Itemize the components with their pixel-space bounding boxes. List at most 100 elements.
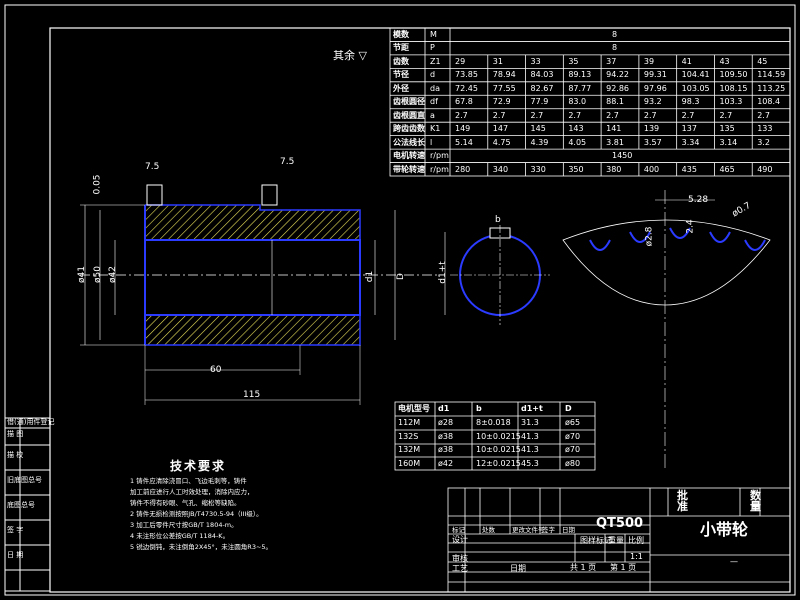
param-symbol: Z1 [430, 56, 441, 66]
side-panel-item: 借(通)用件登记 [7, 418, 55, 426]
param-value: 135 [719, 124, 735, 134]
motor-cell: 132M [398, 445, 421, 454]
params-table-grid [389, 27, 791, 177]
param-value: 29 [455, 56, 466, 66]
param-value: 8 [612, 30, 618, 39]
param-symbol: M [430, 30, 437, 39]
tb-sheet: 共 1 页 [570, 563, 597, 572]
param-value: 137 [681, 124, 697, 134]
tech-req-item: 2 铸件无损检测按照JB/T4730.5-94（III级）。 [130, 510, 263, 518]
param-value: 133 [757, 124, 773, 134]
param-value: 98.3 [681, 97, 700, 107]
param-value: 2.7 [757, 110, 770, 120]
param-name: 带轮转速 [393, 164, 425, 174]
param-symbol: K1 [430, 124, 441, 134]
param-value: 2.7 [455, 110, 468, 120]
mark-col-label: 标记 [452, 526, 465, 534]
motor-cell: 160M [398, 458, 421, 468]
param-value: 4.05 [568, 137, 587, 147]
param-name: 电机转速 [393, 151, 425, 161]
side-panel-item: 描 校 [7, 451, 24, 459]
param-value: 31 [492, 56, 503, 66]
param-value: 99.31 [643, 70, 667, 80]
param-value: 92.86 [606, 83, 630, 93]
dim-tooth-depth: ø2.8 [644, 226, 655, 247]
param-name: 跨齿齿数 [393, 124, 425, 134]
tb-dash: — [730, 557, 738, 566]
motor-cell: ø38 [438, 445, 454, 454]
motor-header: d1+t [521, 404, 543, 413]
dim-key-b: 7.5 [280, 157, 295, 167]
param-symbol: df [430, 97, 438, 107]
param-symbol: r/pm [430, 164, 449, 174]
param-value: 4.39 [530, 137, 549, 147]
motor-cell: 31.3 [521, 418, 539, 427]
param-value: 43 [719, 56, 730, 66]
param-value: 2.7 [568, 110, 582, 120]
tech-req-title: 技术要求 [170, 459, 227, 473]
param-symbol: a [430, 110, 435, 120]
dim-tooth-pitch: 5.28 [688, 195, 709, 205]
tech-req-item: 1 铸件应清除浇冒口、飞边毛刺等，铸件 [130, 477, 247, 485]
param-value: 3.34 [681, 137, 700, 147]
side-panel-item: 签 字 [7, 526, 24, 534]
part-name: 小带轮 [700, 520, 749, 539]
param-value: 3.57 [643, 137, 662, 147]
param-name: 节距 [393, 43, 409, 53]
param-value: 87.77 [568, 83, 592, 93]
section-view [80, 184, 440, 405]
tb-label-weight: 重量 [608, 536, 624, 545]
sheet-border [4, 4, 796, 596]
param-value: 8 [612, 43, 618, 53]
param-value: 147 [492, 124, 509, 134]
motor-cell: 10±0.0215 [476, 431, 521, 441]
motor-cell: ø70 [565, 431, 581, 441]
param-value: 97.96 [643, 83, 667, 93]
param-value: 490 [757, 164, 773, 174]
motor-cell: ø38 [438, 431, 454, 441]
param-value: 340 [492, 164, 509, 174]
tech-req-item: 4 未注形位公差按GB/T 1184-K。 [130, 532, 230, 540]
dim-key-a: 7.5 [145, 162, 160, 172]
param-value: 35 [568, 56, 579, 66]
motor-cell: 12±0.0215 [476, 458, 521, 468]
param-value: 77.55 [492, 83, 516, 93]
param-value: 3.2 [757, 137, 770, 147]
motor-cell: 45.3 [521, 458, 539, 468]
param-value: 37 [606, 56, 617, 66]
param-value: 83.0 [568, 97, 587, 107]
param-value: 139 [643, 124, 660, 134]
mark-col-label: 更改文件号 [512, 526, 545, 534]
approve-label: 批准 [677, 489, 688, 513]
tooth-profile [562, 190, 771, 470]
motor-header: b [476, 404, 482, 413]
tb-process: 工艺 [452, 564, 468, 573]
param-value: 2.7 [681, 110, 695, 120]
dim-left-tag: 0.05 [92, 174, 103, 195]
side-panel-item: 旧底图总号 [7, 476, 42, 484]
motor-table-grid [394, 401, 596, 471]
param-value: 78.94 [492, 70, 516, 80]
dim-d1t: d1+t [437, 261, 448, 284]
motor-cell: 112M [398, 418, 421, 427]
motor-cell: ø80 [565, 458, 581, 468]
motor-cell: ø70 [565, 445, 581, 454]
param-name: 齿根圆直 [393, 110, 425, 120]
param-value: 149 [455, 124, 471, 134]
param-symbol: r/pm [430, 151, 449, 161]
param-name: 齿数 [393, 56, 409, 66]
param-value: 3.81 [606, 137, 624, 147]
tech-req-item: 铸件不得有砂眼、气孔、缩松等缺陷。 [130, 499, 241, 507]
param-value: 41 [681, 56, 692, 66]
side-panel-lines [4, 417, 51, 592]
param-value: 72.9 [492, 97, 511, 107]
param-value: 380 [606, 164, 622, 174]
param-value: 45 [757, 56, 768, 66]
tb-scale: 1:1 [630, 552, 643, 561]
param-symbol: d [430, 70, 436, 80]
param-value: 108.15 [719, 83, 748, 93]
param-value: 104.41 [681, 70, 710, 80]
param-value: 2.7 [606, 110, 619, 120]
param-value: 400 [643, 164, 660, 174]
